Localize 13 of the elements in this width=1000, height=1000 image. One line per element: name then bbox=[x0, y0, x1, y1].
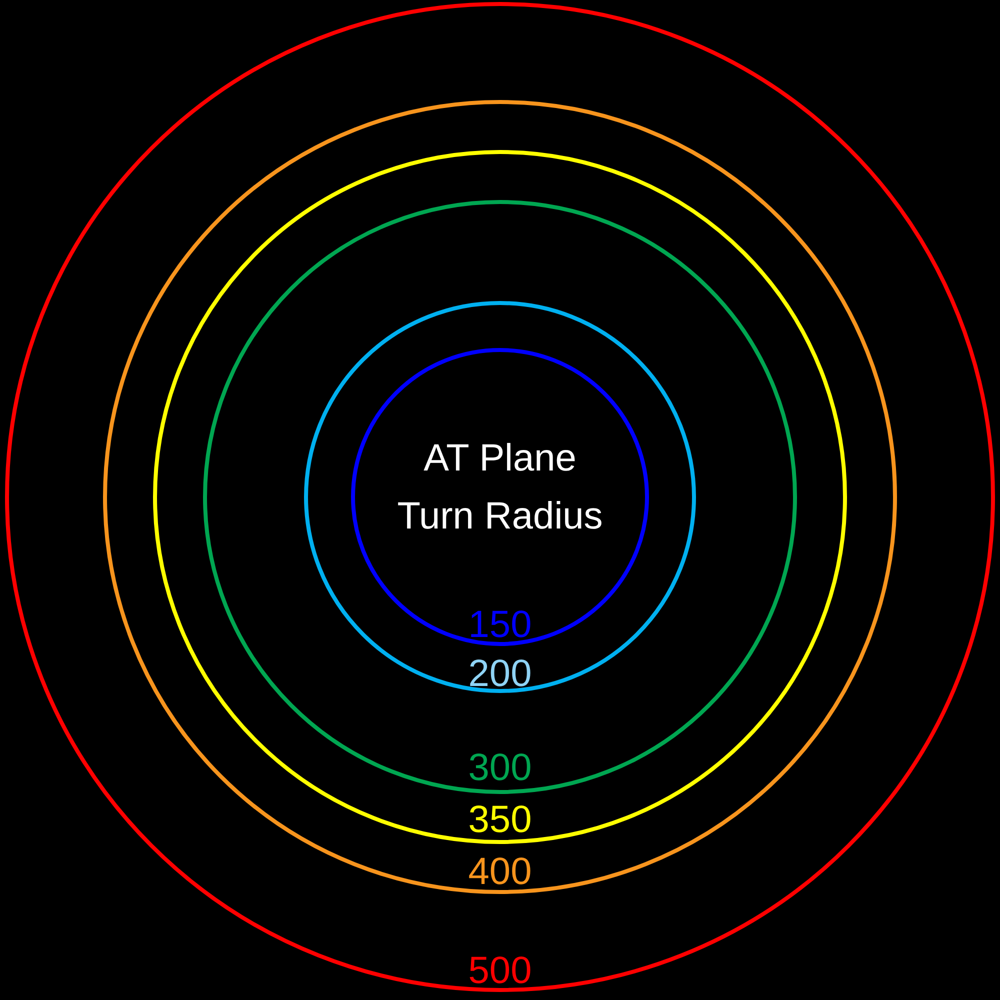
radius-value: 300 bbox=[468, 748, 532, 788]
turn-radius-ring bbox=[153, 150, 847, 844]
radius-value: 350 bbox=[468, 800, 532, 840]
turn-radius-ring bbox=[304, 301, 696, 693]
turn-radius-ring bbox=[351, 348, 649, 646]
turn-radius-ring bbox=[203, 200, 797, 794]
turn-radius-ring bbox=[103, 100, 897, 894]
radius-value: 500 bbox=[468, 951, 532, 991]
radius-value: 200 bbox=[468, 654, 532, 694]
turn-radius-ring bbox=[5, 2, 995, 992]
radius-value: 400 bbox=[468, 852, 532, 892]
radius-value: 150 bbox=[468, 605, 532, 645]
diagram-heading: AT Plane Turn Radius bbox=[396, 436, 604, 540]
